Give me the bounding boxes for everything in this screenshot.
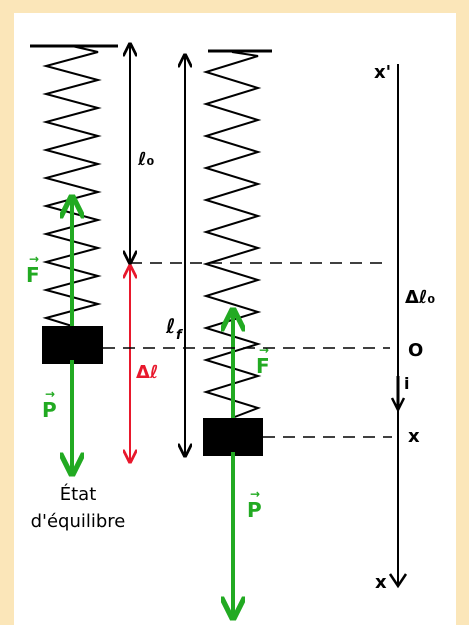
x-prime-label: x' bbox=[374, 62, 391, 83]
unit-vector-i-arrowhead bbox=[390, 397, 406, 413]
state-label-line1: État bbox=[60, 483, 97, 505]
lf-subscript: f bbox=[176, 328, 184, 343]
right-force-f-label: F bbox=[256, 354, 270, 378]
x-position-label: x bbox=[408, 426, 420, 447]
right-mass-block bbox=[203, 418, 263, 456]
x-axis-arrowhead bbox=[388, 573, 408, 589]
delta-l0-label: Δℓ₀ bbox=[405, 287, 435, 308]
x-axis-label: x bbox=[375, 572, 387, 593]
left-mass-block bbox=[42, 326, 103, 364]
unit-i-label: i bbox=[404, 374, 409, 393]
left-weight-p-label: P bbox=[42, 398, 57, 422]
right-spring bbox=[202, 51, 262, 419]
left-weight-p-arrow-glyph: → bbox=[45, 387, 55, 401]
l0-label: ℓ₀ bbox=[137, 149, 154, 170]
delta-l-label: Δℓ bbox=[136, 362, 158, 383]
right-weight-p-arrow-glyph: → bbox=[250, 487, 260, 501]
state-label-line2: d'équilibre bbox=[31, 511, 126, 532]
origin-label: O bbox=[408, 340, 423, 361]
right-weight-p-label: P bbox=[247, 498, 262, 522]
left-force-f-arrow-glyph: → bbox=[29, 252, 39, 266]
left-force-f-label: F bbox=[26, 263, 40, 287]
lf-label: ℓ bbox=[165, 314, 175, 338]
right-force-f-arrow-glyph: → bbox=[259, 343, 269, 357]
